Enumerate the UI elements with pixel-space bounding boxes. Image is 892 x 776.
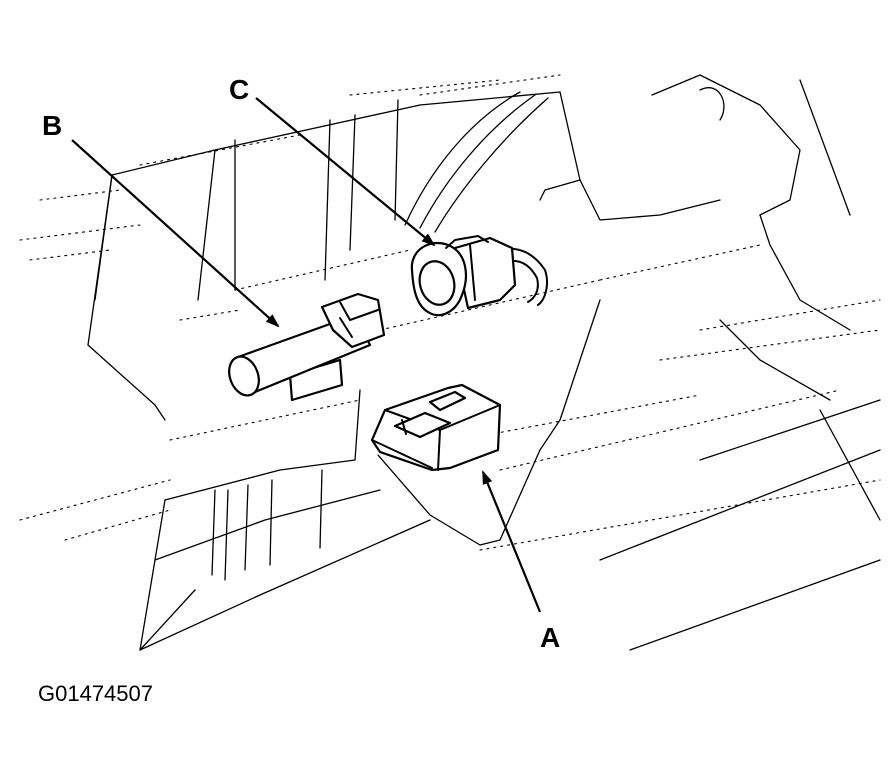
- sensor-icon: [228, 292, 386, 402]
- harness-connector-icon: [410, 235, 548, 317]
- callout-label-c: C: [229, 74, 250, 105]
- callout-label-a: A: [540, 622, 561, 653]
- connector-socket-icon: [370, 383, 502, 472]
- leader-line-a: [481, 470, 542, 613]
- callout-label-b: B: [42, 110, 63, 141]
- leader-line-b: [71, 139, 280, 328]
- leader-line-c: [255, 97, 436, 247]
- background-panel: [19, 74, 881, 651]
- figure-id: G01474507: [38, 681, 153, 706]
